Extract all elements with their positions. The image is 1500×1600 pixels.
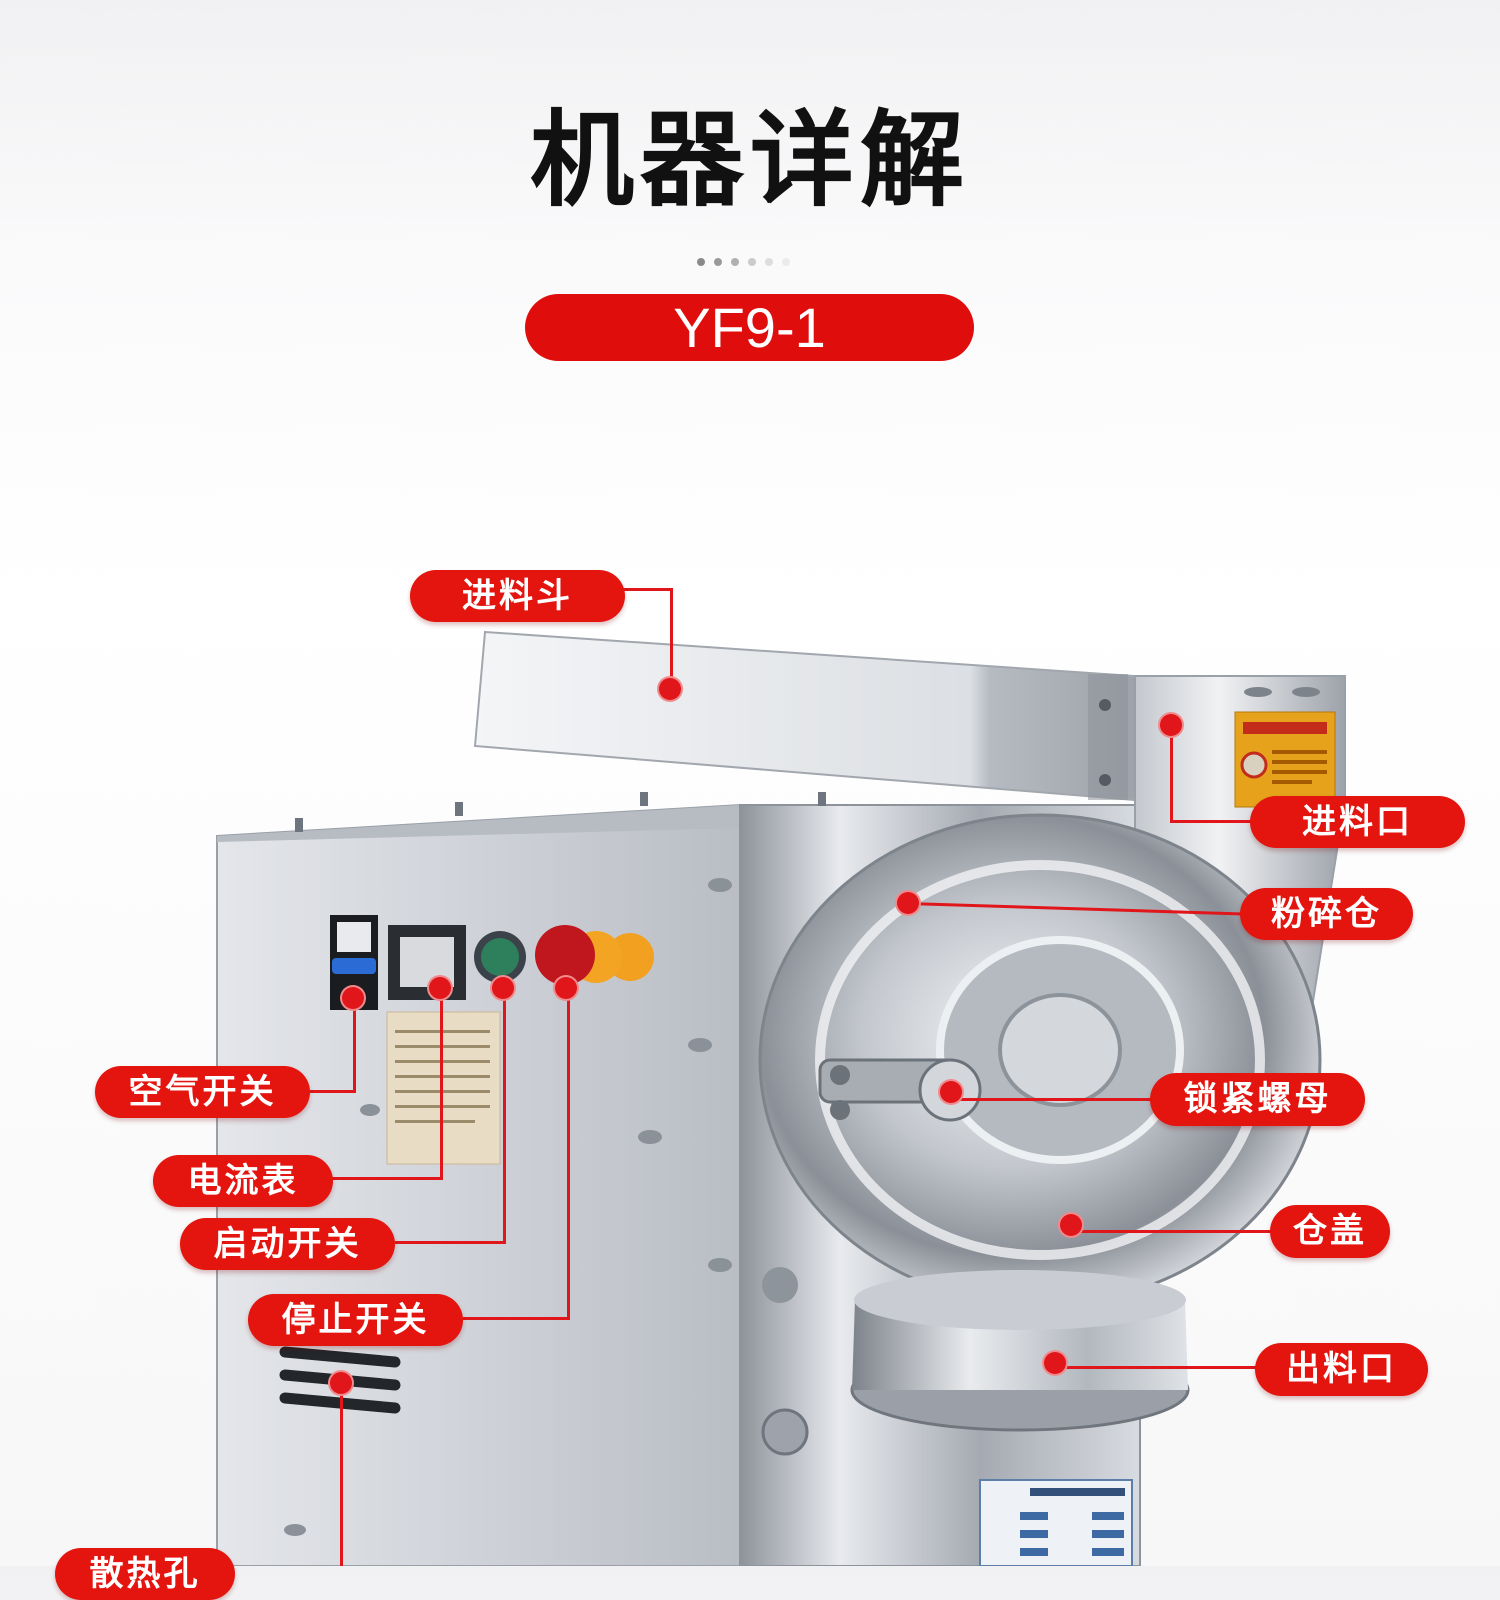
wire-ammeter: [440, 986, 443, 1180]
dot: [731, 258, 739, 266]
dot: [714, 258, 722, 266]
label-cover: 仓盖: [1270, 1205, 1390, 1258]
wire-stop-switch: [463, 1317, 570, 1320]
hotspot-chamber: [895, 890, 921, 916]
wire-cover: [1070, 1230, 1272, 1233]
wire-stop-switch: [567, 986, 570, 1319]
label-start-switch: 启动开关: [180, 1218, 395, 1270]
dot: [697, 258, 705, 266]
wire-inlet: [1170, 820, 1252, 823]
wire-lock-nut: [950, 1098, 1180, 1101]
machine-illustration: [216, 630, 1346, 1566]
wire-hopper: [620, 588, 672, 591]
label-lock-nut: 锁紧螺母: [1150, 1073, 1365, 1126]
hotspot-heat-vent: [328, 1370, 354, 1396]
wire-start-switch: [395, 1241, 506, 1244]
label-air-switch: 空气开关: [95, 1066, 310, 1118]
dot: [748, 258, 756, 266]
hotspot-hopper: [657, 676, 683, 702]
label-hopper: 进料斗: [410, 570, 625, 622]
wire-air-switch: [353, 995, 356, 1092]
hotspot-stop-switch: [553, 975, 579, 1001]
hotspot-ammeter: [427, 975, 453, 1001]
hotspot-cover: [1058, 1212, 1084, 1238]
hotspot-outlet: [1042, 1350, 1068, 1376]
hotspot-start-switch: [490, 975, 516, 1001]
label-stop-switch: 停止开关: [248, 1294, 463, 1346]
wire-start-switch: [503, 986, 506, 1244]
dot: [765, 258, 773, 266]
dot: [782, 258, 790, 266]
hotspot-air-switch: [340, 985, 366, 1011]
wire-hopper: [670, 588, 673, 690]
label-chamber: 粉碎仓: [1240, 888, 1413, 940]
label-inlet: 进料口: [1250, 796, 1465, 848]
label-heat-vent: 散热孔: [55, 1548, 235, 1600]
label-outlet: 出料口: [1255, 1343, 1428, 1396]
model-badge: YF9-1: [525, 294, 974, 361]
label-ammeter: 电流表: [153, 1155, 333, 1207]
hotspot-lock-nut: [938, 1079, 964, 1105]
hotspot-inlet: [1158, 712, 1184, 738]
wire-outlet: [1053, 1366, 1256, 1369]
wire-air-switch: [310, 1090, 356, 1093]
wire-ammeter: [330, 1177, 443, 1180]
page-title: 机器详解: [529, 99, 970, 221]
wire-inlet: [1170, 725, 1173, 822]
wire-heat-vent: [340, 1385, 343, 1566]
